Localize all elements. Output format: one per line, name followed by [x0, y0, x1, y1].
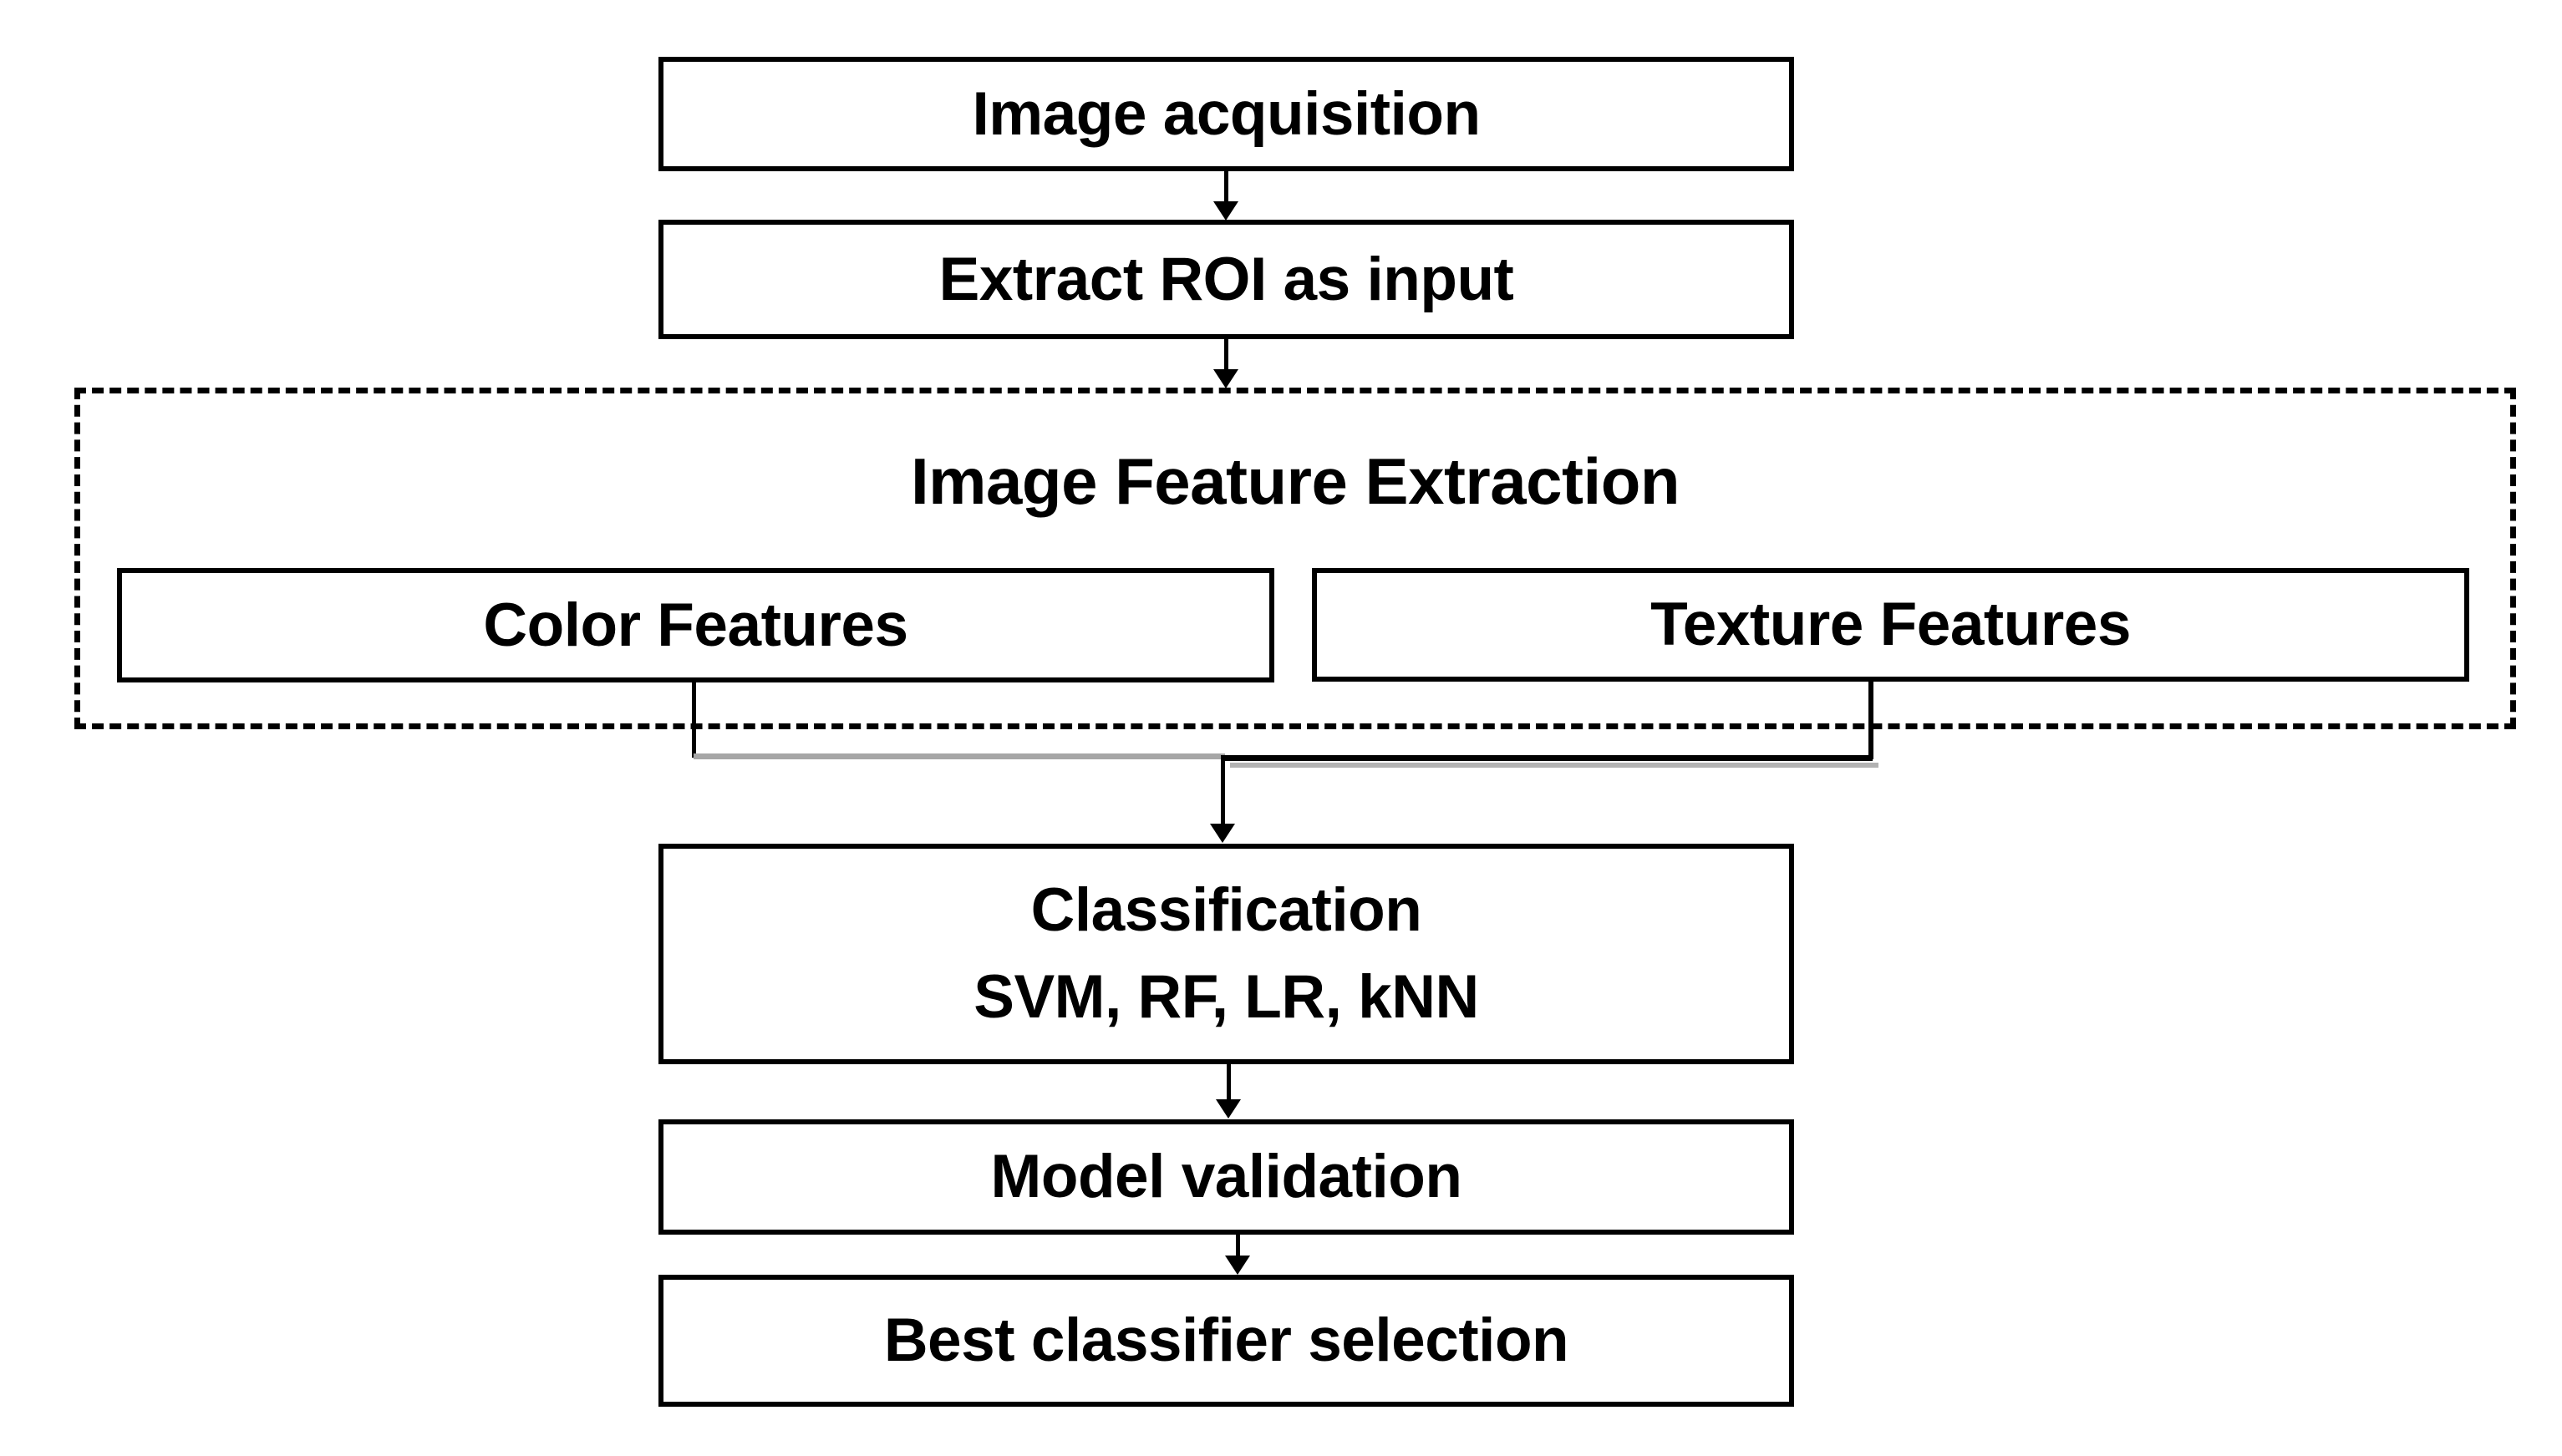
arrow-line-classification-to-validation [1227, 1064, 1231, 1101]
arrowhead-classification-to-validation [1216, 1099, 1241, 1119]
arrowhead-validation-to-selection [1225, 1256, 1250, 1275]
connector-color-features-drop [692, 681, 696, 758]
node-model-validation-label: Model validation [990, 1143, 1462, 1211]
node-extract-roi: Extract ROI as input [658, 220, 1794, 339]
node-image-acquisition: Image acquisition [658, 57, 1794, 171]
node-texture-features: Texture Features [1312, 568, 2469, 682]
group-image-feature-extraction-title: Image Feature Extraction [911, 444, 1680, 518]
arrow-line-acquisition-to-roi [1224, 171, 1228, 205]
node-color-features: Color Features [117, 568, 1274, 682]
node-best-classifier-selection: Best classifier selection [658, 1275, 1794, 1407]
arrow-line-roi-to-feature-group [1224, 339, 1228, 371]
connector-merge-horizontal-black [1221, 755, 1873, 761]
node-image-acquisition-label: Image acquisition [972, 79, 1481, 148]
connector-merge-horizontal-gray [694, 753, 1225, 759]
node-color-features-label: Color Features [483, 591, 908, 659]
node-classification-sublabel: SVM, RF, LR, kNN [973, 963, 1479, 1031]
arrowhead-features-to-classification [1210, 824, 1235, 843]
arrow-line-validation-to-selection [1236, 1235, 1240, 1258]
node-classification: Classification SVM, RF, LR, kNN [658, 844, 1794, 1064]
node-model-validation: Model validation [658, 1119, 1794, 1235]
arrowhead-acquisition-to-roi [1213, 201, 1238, 221]
connector-merge-horizontal-shadow [1230, 763, 1878, 768]
node-texture-features-label: Texture Features [1650, 591, 2131, 659]
group-image-feature-extraction [74, 388, 2516, 729]
connector-texture-features-drop [1868, 680, 1873, 759]
node-extract-roi-label: Extract ROI as input [938, 245, 1514, 313]
arrow-line-features-to-classification [1221, 755, 1225, 825]
node-classification-label: Classification [1030, 876, 1422, 945]
arrowhead-roi-to-feature-group [1213, 369, 1238, 388]
node-best-classifier-selection-label: Best classifier selection [883, 1306, 1569, 1375]
